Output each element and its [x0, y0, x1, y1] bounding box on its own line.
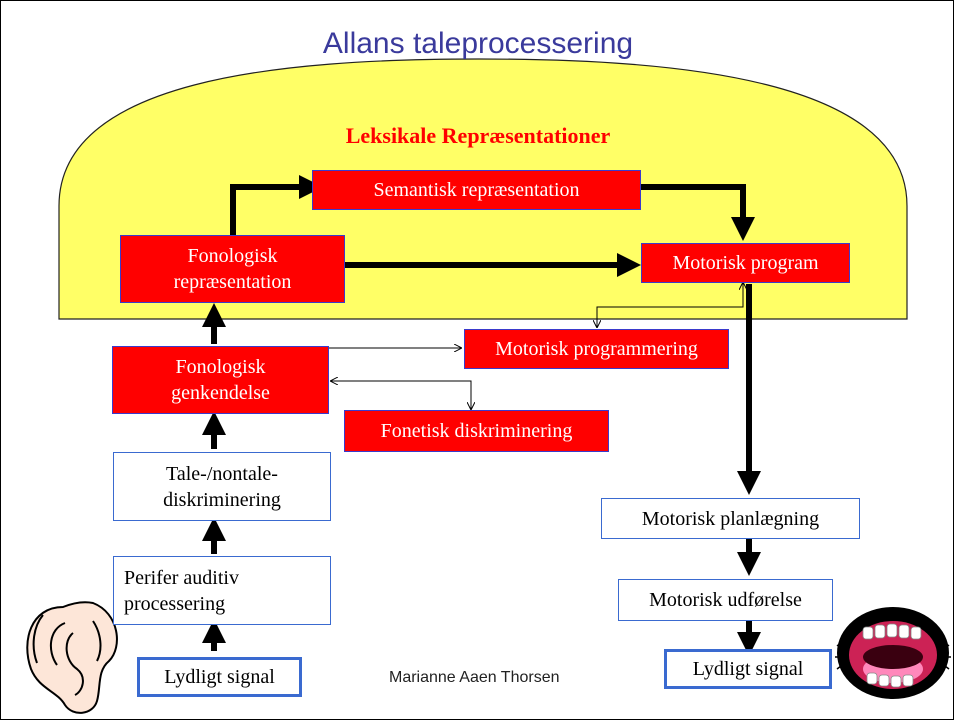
page-title: Allans taleprocessering [322, 27, 634, 60]
motorisk-udfoerelse-box: Motorisk udførelse [618, 579, 833, 621]
footer-author: Marianne Aaen Thorsen [389, 669, 560, 686]
thin-arrows [329, 283, 743, 409]
arrow-semantisk-to-program [641, 184, 755, 241]
motorisk-planlaegning-box: Motorisk planlægning [601, 498, 860, 539]
fonologisk-repraesentation-box: Fonologisk repræsentation [120, 235, 345, 303]
motorisk-programmering-box: Motorisk programmering [464, 329, 729, 369]
mouth-icon [835, 607, 951, 699]
arrow-fonrepr-to-semantisk [230, 175, 323, 235]
ear-icon [26, 601, 118, 714]
lydligt-signal-input-box: Lydligt signal [137, 657, 302, 697]
lydligt-signal-output-box: Lydligt signal [664, 649, 832, 689]
thick-arrows [202, 175, 761, 656]
tale-nontale-box: Tale-/nontale- diskriminering [113, 452, 331, 521]
perifer-auditiv-box: Perifer auditiv processering [113, 556, 331, 625]
dome-label: Leksikale Repræsentationer [345, 123, 611, 148]
fonetisk-diskriminering-box: Fonetisk diskriminering [344, 410, 609, 452]
motorisk-program-box: Motorisk program [641, 243, 850, 283]
semantisk-box: Semantisk repræsentation [312, 170, 641, 210]
fonologisk-genkendelse-box: Fonologisk genkendelse [112, 346, 329, 414]
arrow-genk-fonetisk [331, 381, 472, 407]
